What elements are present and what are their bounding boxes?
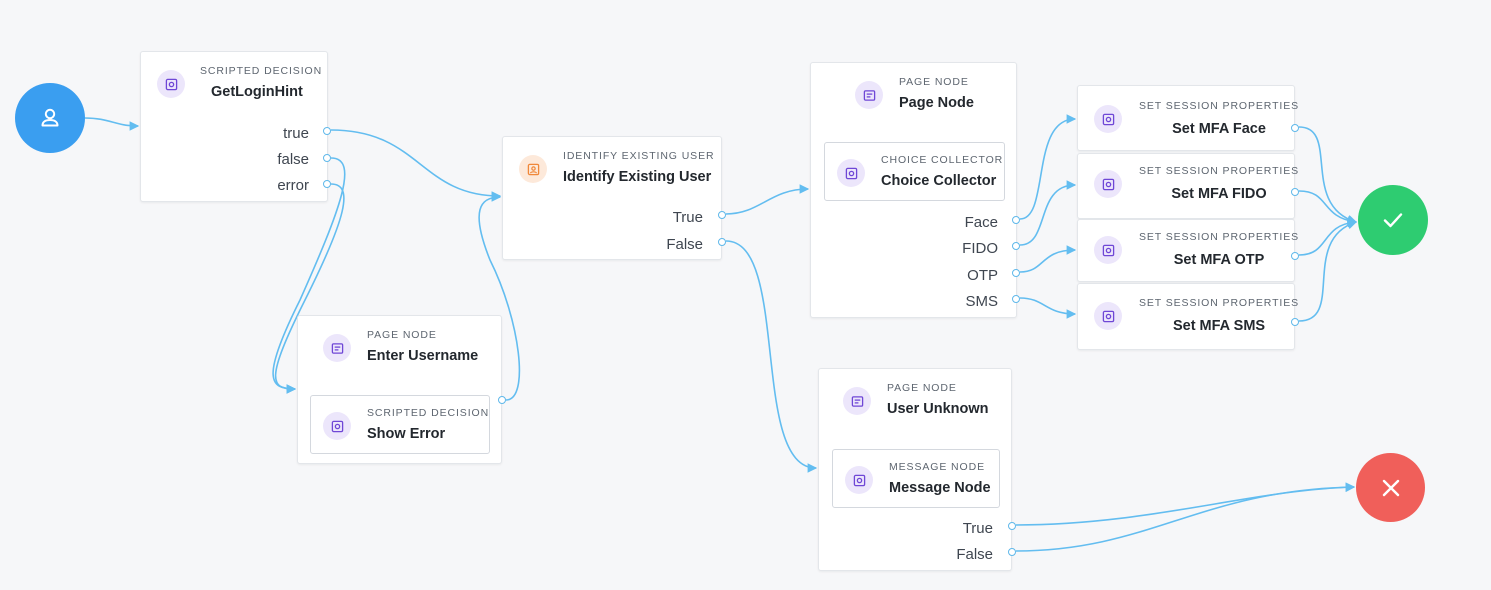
node-type: Set Session Properties (1139, 100, 1300, 112)
inner-node-choice-collector[interactable]: Choice Collector Choice Collector (824, 142, 1005, 201)
wire-start-to-getloginhint (84, 117, 140, 131)
user-card-icon (519, 155, 547, 183)
node-type: Scripted Decision (200, 65, 323, 77)
port-true[interactable] (718, 211, 726, 219)
port-face[interactable] (1012, 216, 1020, 224)
port-mfa-face[interactable] (1291, 124, 1299, 132)
node-page-node[interactable]: Page Node Page Node Choice Collector Cho… (810, 62, 1017, 318)
node-type: Page Node (887, 382, 957, 394)
port-false[interactable] (1008, 548, 1016, 556)
outcome-error: error (277, 177, 309, 194)
port-mfa-otp[interactable] (1291, 252, 1299, 260)
node-type: Set Session Properties (1139, 231, 1300, 243)
wire-true-to-page-node (725, 184, 810, 215)
port-false[interactable] (718, 238, 726, 246)
page-icon (843, 387, 871, 415)
port-false[interactable] (323, 154, 331, 162)
port-fido[interactable] (1012, 242, 1020, 250)
page-icon (323, 334, 351, 362)
gear-icon (1094, 236, 1122, 264)
person-icon (41, 108, 59, 127)
node-type: Scripted Decision (367, 407, 490, 419)
port-error[interactable] (323, 180, 331, 188)
gear-icon (157, 70, 185, 98)
inner-node-show-error[interactable]: Scripted Decision Show Error (310, 395, 490, 454)
node-type: Set Session Properties (1139, 297, 1300, 309)
wire-otp-to-mfa-otp (1019, 245, 1077, 273)
outcome-true: true (283, 125, 309, 142)
port-show-error[interactable] (498, 396, 506, 404)
start-node[interactable] (15, 83, 85, 153)
gear-icon (323, 412, 351, 440)
failure-node[interactable] (1356, 453, 1425, 522)
node-name: Enter Username (367, 348, 479, 364)
gear-icon (837, 159, 865, 187)
x-icon (1382, 479, 1399, 496)
node-name: Show Error (367, 426, 446, 442)
outcome-sms: SMS (965, 293, 998, 310)
node-name: Set MFA SMS (1172, 318, 1266, 334)
port-true[interactable] (323, 127, 331, 135)
port-mfa-sms[interactable] (1291, 318, 1299, 326)
checkmark-icon (1383, 213, 1403, 228)
gear-icon (1094, 170, 1122, 198)
port-mfa-fido[interactable] (1291, 188, 1299, 196)
outcome-false: False (666, 236, 703, 253)
outcome-face: Face (964, 214, 998, 231)
node-name: Set MFA Face (1172, 121, 1266, 137)
node-set-mfa-otp[interactable]: Set Session Properties Set MFA OTP (1077, 219, 1298, 282)
node-name: User Unknown (887, 401, 989, 417)
node-set-mfa-sms[interactable]: Set Session Properties Set MFA SMS (1077, 283, 1298, 350)
node-type: Page Node (899, 76, 969, 88)
gear-icon (1094, 105, 1122, 133)
node-identify-existing-user[interactable]: Identify Existing User Identify Existing… (502, 136, 722, 260)
node-name: Set MFA OTP (1173, 252, 1265, 268)
node-type: Identify Existing User (563, 150, 715, 162)
wire-mfa-sms-to-success (1298, 220, 1358, 322)
node-enter-username[interactable]: Page Node Enter Username Scripted Decisi… (297, 315, 502, 464)
node-get-login-hint[interactable]: Scripted Decision GetLoginHint true fals… (140, 51, 328, 202)
wire-false-to-failure (1015, 482, 1356, 552)
wire-true-to-failure (1015, 482, 1356, 526)
success-node[interactable] (1358, 185, 1428, 255)
outcome-false: false (277, 151, 309, 168)
outcome-fido: FIDO (962, 240, 998, 257)
node-name: Choice Collector (881, 173, 997, 189)
node-type: Message Node (889, 461, 985, 473)
port-otp[interactable] (1012, 269, 1020, 277)
gear-icon (1094, 302, 1122, 330)
node-set-mfa-face[interactable]: Set Session Properties Set MFA Face (1077, 85, 1298, 151)
outcome-true: True (962, 520, 993, 537)
node-name: GetLoginHint (211, 84, 303, 100)
node-type: Choice Collector (881, 154, 1004, 166)
page-icon (855, 81, 883, 109)
gear-icon (845, 466, 873, 494)
node-type: Set Session Properties (1139, 165, 1300, 177)
node-user-unknown[interactable]: Page Node User Unknown Message Node Mess… (818, 368, 1012, 571)
wire-true-to-identify (330, 129, 502, 201)
outcome-true: True (672, 209, 703, 226)
node-name: Page Node (899, 95, 974, 111)
port-true[interactable] (1008, 522, 1016, 530)
node-name: Identify Existing User (563, 169, 712, 185)
node-type: Page Node (367, 329, 437, 341)
wire-false-to-user-unknown (725, 240, 818, 473)
node-set-mfa-fido[interactable]: Set Session Properties Set MFA FIDO (1077, 153, 1298, 219)
wire-mfa-otp-to-success (1298, 217, 1358, 256)
wire-face-to-mfa-face (1019, 114, 1077, 220)
outcome-false: False (956, 546, 993, 563)
wire-sms-to-mfa-sms (1019, 297, 1077, 319)
outcome-otp: OTP (967, 267, 998, 284)
port-sms[interactable] (1012, 295, 1020, 303)
node-name: Message Node (889, 480, 991, 496)
wire-mfa-fido-to-success (1298, 190, 1358, 226)
wire-mfa-face-to-success (1298, 126, 1358, 225)
inner-node-message-node[interactable]: Message Node Message Node (832, 449, 1000, 508)
node-name: Set MFA FIDO (1171, 186, 1267, 202)
wire-fido-to-mfa-fido (1019, 180, 1077, 246)
